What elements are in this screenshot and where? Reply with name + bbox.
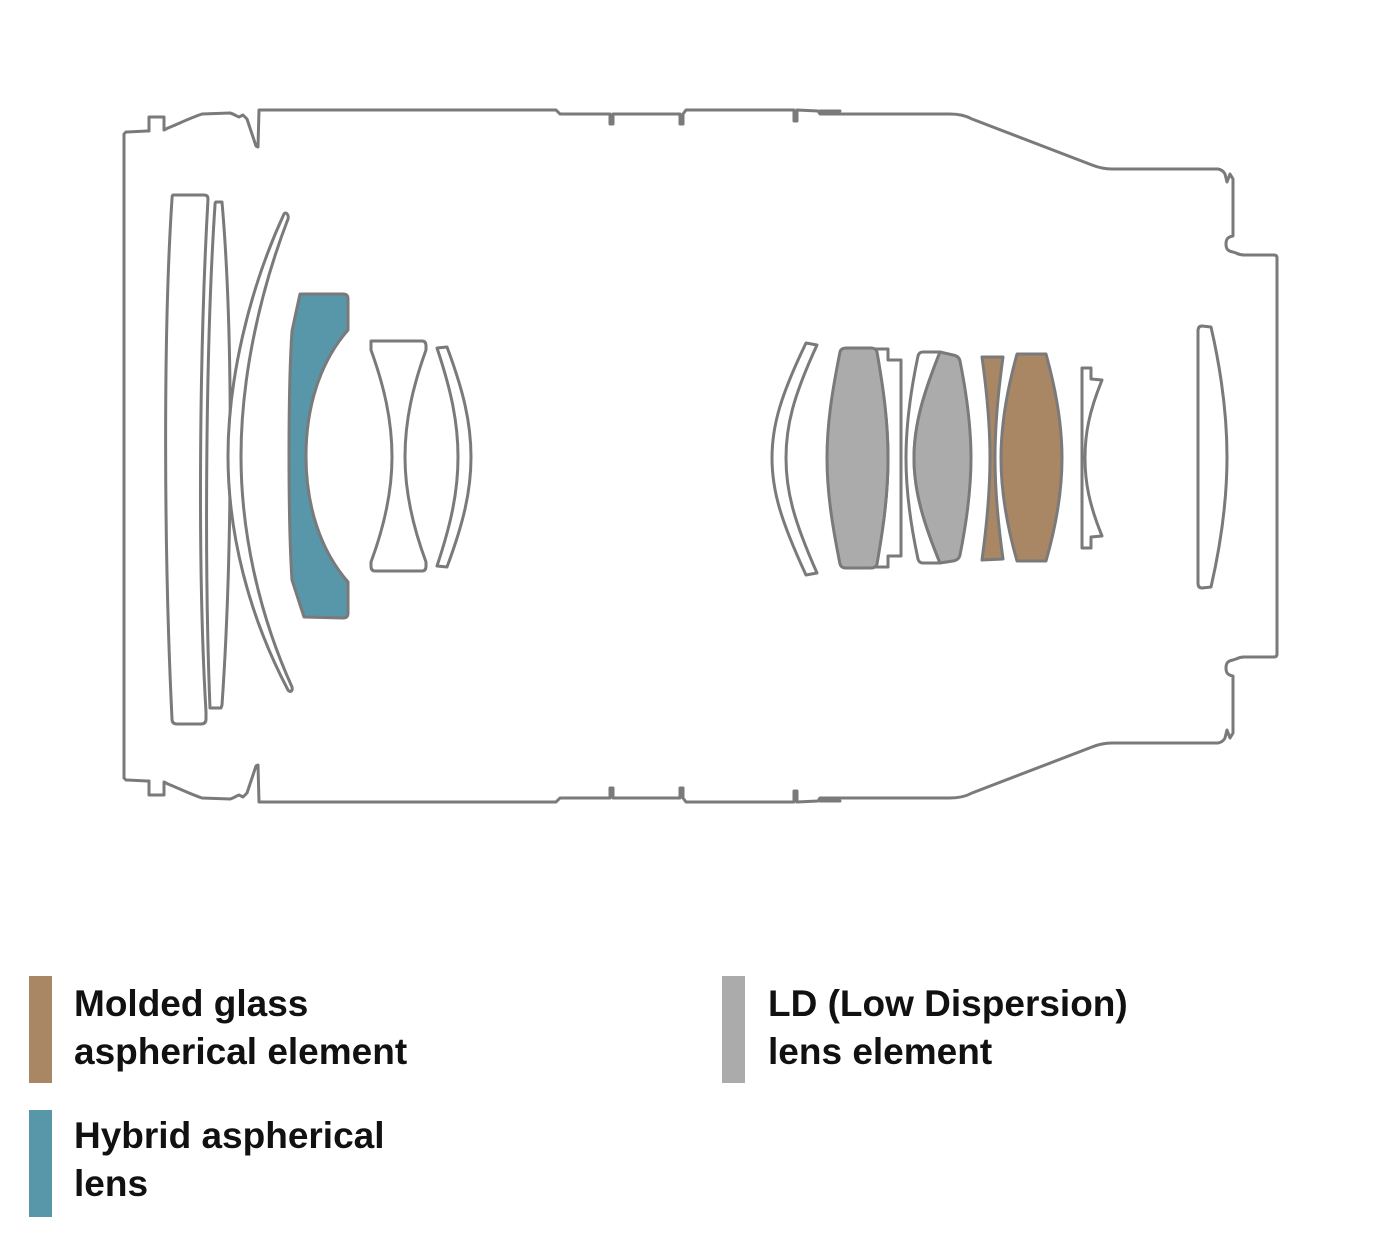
middle-element-meniscus <box>435 345 473 569</box>
molded-legend-line1: Molded glass <box>74 983 309 1024</box>
molded-glass-aspherical-1 <box>980 355 1005 562</box>
molded-legend-line2: aspherical element <box>74 1031 408 1072</box>
front-element-3-meniscus <box>226 211 294 693</box>
lens-barrel-outline <box>122 108 1279 804</box>
front-element-1 <box>164 193 210 726</box>
barrel-ridge-marks <box>818 109 842 803</box>
hybrid-aspherical-lens <box>287 292 350 620</box>
hybrid-legend-line1: Hybrid aspherical <box>74 1115 385 1156</box>
molded-legend-label: Molded glass aspherical element <box>74 980 407 1076</box>
ld-legend-label: LD (Low Dispersion) lens element <box>768 980 1128 1076</box>
ld-lens-element-1 <box>825 346 890 570</box>
hybrid-legend-line2: lens <box>74 1163 149 1204</box>
rear-concave-element <box>1080 366 1104 550</box>
ld-lens-element-2 <box>912 350 973 565</box>
molded-glass-aspherical-2 <box>999 352 1064 563</box>
rear-final-element <box>1196 324 1229 590</box>
hybrid-color-swatch <box>29 1110 52 1217</box>
ld-legend-line1: LD (Low Dispersion) <box>768 983 1128 1024</box>
rear-meniscus <box>770 341 819 577</box>
ld-color-swatch <box>722 976 745 1083</box>
molded-color-swatch <box>29 976 52 1083</box>
middle-element-biconcave <box>369 339 428 573</box>
ld-legend-line2: lens element <box>768 1031 993 1072</box>
hybrid-legend-label: Hybrid aspherical lens <box>74 1112 385 1208</box>
front-element-2 <box>205 200 232 710</box>
